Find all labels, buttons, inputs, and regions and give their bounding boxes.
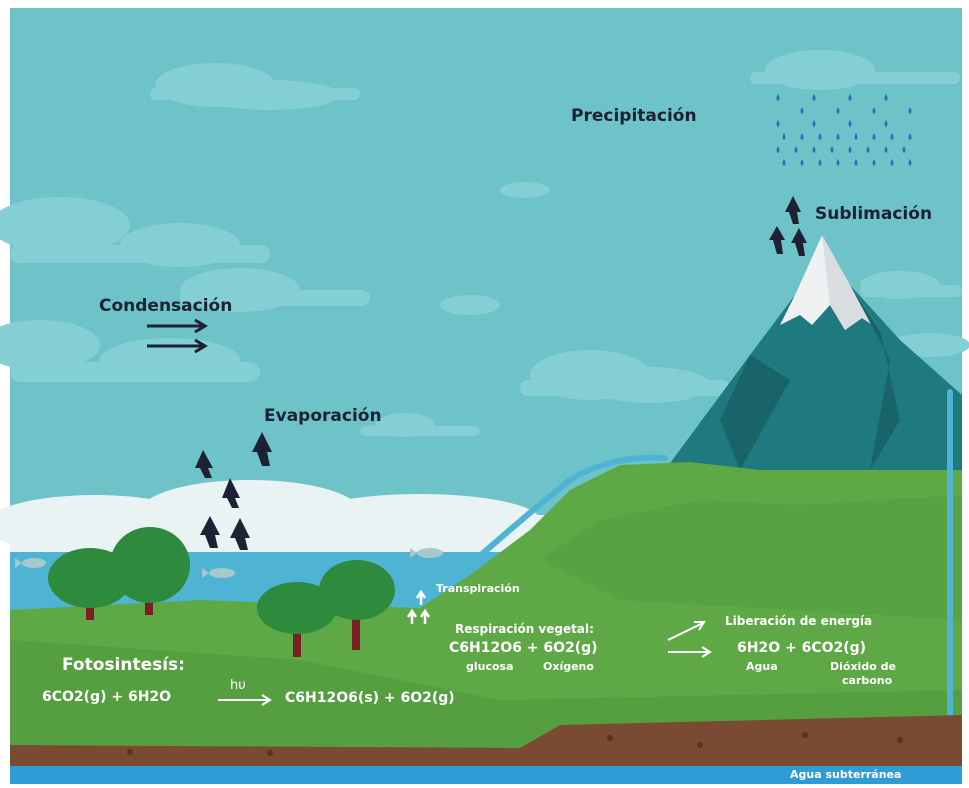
raindrop [812, 94, 816, 101]
equation-respiracion: C6H12O6 + 6O2(g) [449, 640, 598, 656]
raindrop [848, 146, 852, 153]
equation-foto-products: C6H12O6(s) + 6O2(g) [285, 690, 455, 706]
raindrop [884, 146, 888, 153]
label-agua-subterranea: Agua subterránea [790, 768, 902, 781]
raindrop [848, 94, 852, 101]
label-fotosintesis: Fotosintesís: [62, 655, 185, 675]
raindrop [872, 159, 876, 166]
raindrop [818, 159, 822, 166]
raindrop [782, 159, 786, 166]
raindrop [800, 107, 804, 114]
raindrop [818, 133, 822, 140]
label-condensacion: Condensación [99, 296, 233, 316]
condensation-arrows [147, 318, 208, 354]
raindrop [884, 120, 888, 127]
raindrop [848, 120, 852, 127]
raindrop [872, 107, 876, 114]
sublimation-arrows [769, 196, 807, 256]
raindrop [776, 120, 780, 127]
sky-clouds [0, 50, 969, 437]
label-precipitacion: Precipitación [571, 106, 697, 126]
label-respiracion-vegetal: Respiración vegetal: [455, 622, 594, 636]
raindrop [830, 146, 834, 153]
label-evaporacion: Evaporación [264, 406, 382, 426]
raindrop [794, 146, 798, 153]
raindrop [908, 107, 912, 114]
raindrop [866, 146, 870, 153]
raindrop [836, 133, 840, 140]
raindrop [776, 146, 780, 153]
raindrop [908, 133, 912, 140]
stream [452, 389, 953, 771]
raindrop [776, 94, 780, 101]
raindrop [800, 133, 804, 140]
equation-foto-hv: hυ [230, 678, 246, 693]
raindrop [782, 133, 786, 140]
raindrop [890, 133, 894, 140]
label-transpiracion: Transpiración [436, 582, 520, 595]
raindrop [872, 133, 876, 140]
raindrop [902, 146, 906, 153]
raindrop [836, 107, 840, 114]
raindrop [854, 133, 858, 140]
soil-layer [10, 715, 962, 768]
fish [15, 548, 443, 578]
label-glucosa: glucosa [466, 660, 514, 673]
label-agua: Agua [746, 660, 778, 673]
precipitation-raindrops [776, 94, 912, 166]
transpiration-arrows [406, 589, 431, 624]
label-oxigeno: Oxígeno [543, 660, 594, 673]
raindrop [854, 159, 858, 166]
raindrop [812, 120, 816, 127]
equation-liberacion: 6H2O + 6CO2(g) [737, 640, 867, 656]
reaction-arrows [218, 621, 712, 706]
mountain [665, 235, 962, 490]
raindrop [836, 159, 840, 166]
raindrop [812, 146, 816, 153]
equation-foto-reactants: 6CO2(g) + 6H2O [42, 689, 172, 705]
label-sublimacion: Sublimación [815, 204, 933, 224]
label-carbono: carbono [842, 674, 893, 687]
raindrop [884, 94, 888, 101]
label-liberacion-energia: Liberación de energía [725, 614, 873, 628]
groundwater-band [10, 766, 962, 784]
trees [48, 527, 395, 657]
raindrop [800, 159, 804, 166]
evaporation-arrows [195, 432, 272, 550]
raindrop [890, 159, 894, 166]
raindrop [908, 159, 912, 166]
label-dioxido: Dióxido de [830, 660, 896, 673]
